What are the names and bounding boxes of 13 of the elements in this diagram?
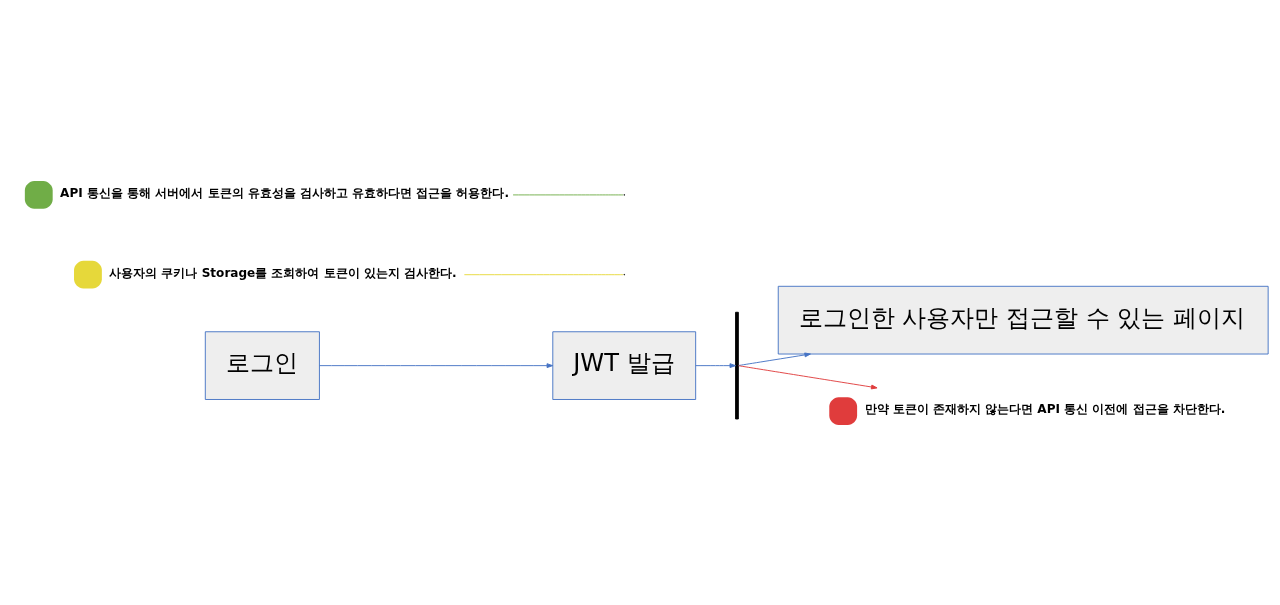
arrow — [738, 352, 811, 366]
arrow — [695, 362, 737, 368]
connector — [463, 273, 624, 275]
node-box: JWT 발급 — [552, 330, 697, 400]
node-box: 로그인 — [204, 330, 320, 400]
node-box: 로그인한 사용자만 접근할 수 있는 페이지 — [777, 285, 1269, 354]
node-label: 만약 토큰이 존재하지 않는다면 API 통신 이전에 접근을 차단한다. — [864, 401, 1226, 416]
arrow — [738, 364, 878, 389]
connector — [512, 193, 624, 195]
arrow — [319, 362, 554, 368]
node-label: 사용자의 쿠키나 Storage를 조회하여 토큰이 있는지 검사한다. — [109, 265, 457, 280]
node-bar — [735, 311, 739, 419]
node-label: API 통신을 통해 서버에서 토큰의 유효성을 검사하고 유효하다면 접근을 허용한다. — [60, 185, 510, 200]
